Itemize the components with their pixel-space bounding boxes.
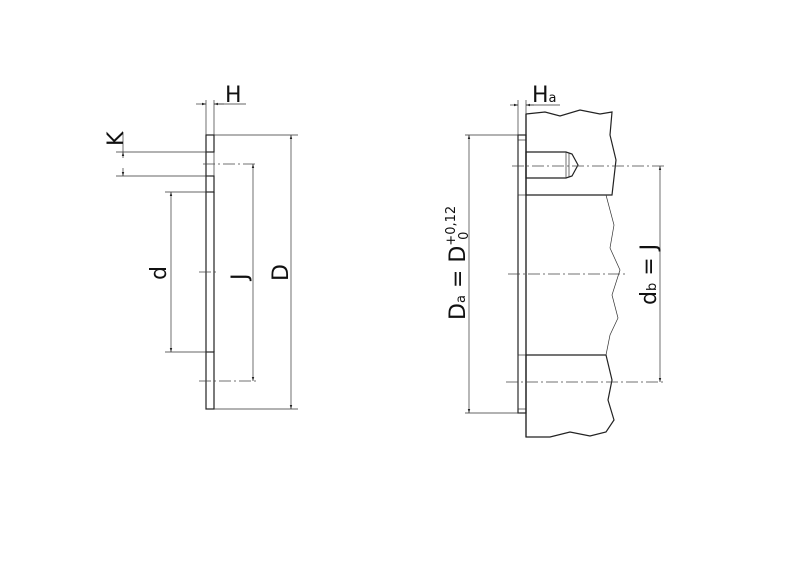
washer-section-view: H K d J D xyxy=(104,83,298,410)
dimension-H-label: H xyxy=(225,83,242,108)
dimension-Ha-label: Ha xyxy=(532,83,557,108)
dimension-K-label: K xyxy=(104,131,129,146)
dimension-J-label: J xyxy=(228,274,253,283)
dimension-Da-label: Da = D+0,120 xyxy=(444,206,472,320)
dimension-db-label: db = J xyxy=(637,244,662,305)
dimension-D-label: D xyxy=(269,264,294,281)
installed-washer-view: Ha Da = D+0,120 db = J xyxy=(444,83,666,438)
dimension-d-label: d xyxy=(147,266,172,280)
